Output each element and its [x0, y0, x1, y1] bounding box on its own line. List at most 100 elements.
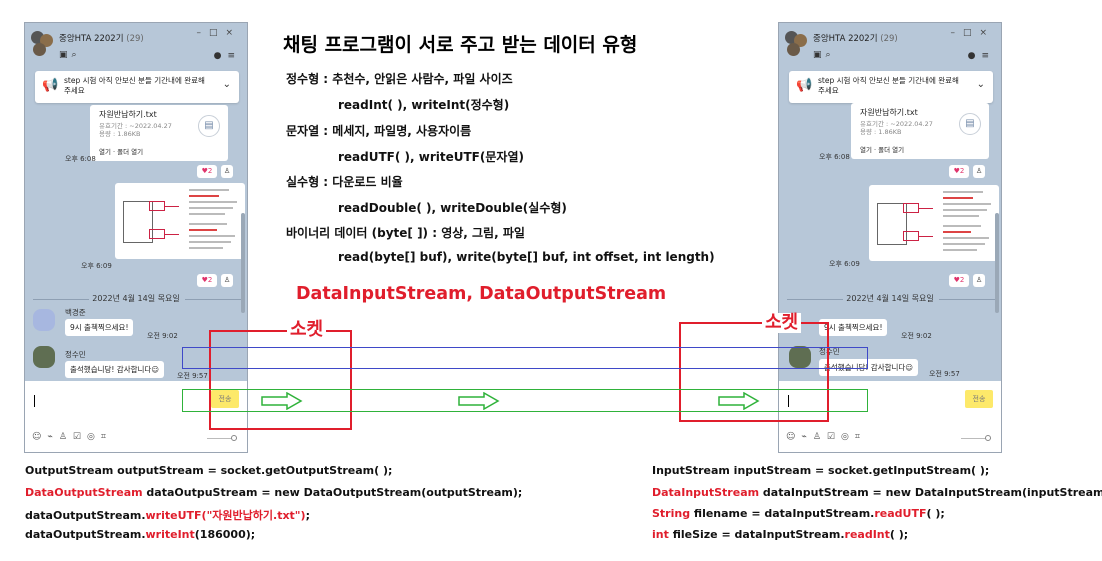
- file-open-link[interactable]: 열기 · 폴더 열기: [860, 146, 905, 154]
- method-binary: read(byte[] buf), write(byte[] buf, int …: [338, 250, 715, 264]
- heart-reaction[interactable]: ♥2: [949, 274, 969, 287]
- room-title: 중앙HTA 2202기 (29): [59, 34, 144, 44]
- send-button[interactable]: 전송: [211, 390, 239, 408]
- sender-name: 정수민: [65, 350, 86, 359]
- search-icon[interactable]: ⌕: [825, 50, 835, 60]
- titlebar-icons[interactable]: ▣⌕: [813, 50, 835, 60]
- attach-icon[interactable]: ⌁: [801, 432, 813, 442]
- megaphone-icon: 📢: [796, 78, 813, 93]
- voice-icon[interactable]: ◎: [86, 432, 101, 442]
- method-string: readUTF( ), writeUTF(문자열): [338, 150, 524, 164]
- titlebar-icons[interactable]: ▣⌕: [59, 50, 81, 60]
- socket-label-left: 소켓: [287, 320, 327, 340]
- slider[interactable]: [961, 435, 991, 441]
- notice-banner[interactable]: 📢 step 시험 아직 안보신 분들 기간내에 완료해 주세요 ⌄: [35, 71, 239, 103]
- chat-bubble[interactable]: 출석했습니당! 감사합니다☺: [819, 359, 919, 376]
- message-time: 오후 6:09: [81, 262, 112, 270]
- socket-box-right: [679, 322, 829, 422]
- drawer-icon[interactable]: ▣: [813, 50, 826, 60]
- chat-bubble[interactable]: 9시 출첵찍으세요!: [819, 319, 888, 336]
- image-message[interactable]: [869, 185, 999, 261]
- message-time: 오후 6:09: [829, 260, 860, 268]
- socket-box-left: [209, 330, 352, 430]
- window-controls[interactable]: –□×: [196, 28, 241, 38]
- code-left-line2: DataOutputStream dataOutpuStream = new D…: [25, 486, 523, 499]
- chat-titlebar: 중앙HTA 2202기 (29) ▣⌕ –□× ●≡: [779, 23, 1001, 67]
- titlebar-right-icons[interactable]: ●≡: [968, 51, 995, 61]
- heart-reaction[interactable]: ♥2: [949, 165, 969, 178]
- chat-window-sender: 중앙HTA 2202기 (29) ▣⌕ –□× ●≡ 📢 step 시험 아직 …: [24, 22, 248, 453]
- send-button[interactable]: 전송: [965, 390, 993, 408]
- search-icon[interactable]: ⌕: [71, 50, 81, 60]
- person-icon[interactable]: ♙: [973, 165, 985, 178]
- code-right-line1: InputStream inputStream = socket.getInpu…: [652, 464, 990, 477]
- maximize-icon[interactable]: □: [208, 28, 226, 38]
- calendar-icon[interactable]: ☑: [826, 432, 841, 442]
- capture-icon[interactable]: ⌗: [854, 432, 866, 442]
- socket-label-right: 소켓: [762, 313, 802, 333]
- bell-icon[interactable]: ●: [213, 51, 228, 61]
- minimize-icon[interactable]: –: [950, 28, 963, 38]
- contact-icon[interactable]: ♙: [812, 432, 827, 442]
- contact-icon[interactable]: ♙: [58, 432, 73, 442]
- type-double: 실수형 : 다운로드 비율: [286, 175, 403, 189]
- chat-bubble[interactable]: 출석했습니당! 감사합니다☺: [65, 361, 165, 378]
- attach-icon[interactable]: ⌁: [47, 432, 59, 442]
- chat-titlebar: 중앙HTA 2202기 (29) ▣⌕ –□× ●≡: [25, 23, 247, 67]
- message-input-area[interactable]: 전송 ☺⌁♙☑◎⌗: [779, 381, 1001, 452]
- close-icon[interactable]: ×: [225, 28, 241, 38]
- text-caret: [788, 395, 789, 407]
- message-time: 오전 9:02: [901, 332, 932, 340]
- code-left-line3: dataOutputStream.writeUTF("자원반납하기.txt");: [25, 509, 310, 522]
- heart-reaction[interactable]: ♥2: [197, 274, 217, 287]
- person-icon[interactable]: ♙: [221, 274, 233, 287]
- incoming-channel: [182, 347, 868, 369]
- image-message[interactable]: [115, 183, 245, 259]
- emoji-icon[interactable]: ☺: [32, 432, 48, 442]
- diagram-title: 채팅 프로그램이 서로 주고 받는 데이터 유형: [283, 34, 638, 56]
- minimize-icon[interactable]: –: [196, 28, 209, 38]
- input-toolbar[interactable]: ☺⌁♙☑◎⌗: [32, 432, 112, 442]
- method-double: readDouble( ), writeDouble(실수형): [338, 201, 567, 215]
- message-time: 오후 6:08: [819, 153, 850, 161]
- code-right-line4: int fileSize = dataInputStream.readInt( …: [652, 528, 909, 541]
- group-avatar: [31, 31, 53, 59]
- chat-bubble[interactable]: 9시 출첵찍으세요!: [65, 319, 134, 336]
- capture-icon[interactable]: ⌗: [100, 432, 112, 442]
- chevron-down-icon[interactable]: ⌄: [976, 79, 985, 90]
- heart-reaction[interactable]: ♥2: [197, 165, 217, 178]
- close-icon[interactable]: ×: [979, 28, 995, 38]
- drawer-icon[interactable]: ▣: [59, 50, 72, 60]
- megaphone-icon: 📢: [42, 78, 59, 93]
- titlebar-right-icons[interactable]: ●≡: [214, 51, 241, 61]
- person-icon[interactable]: ♙: [973, 274, 985, 287]
- person-icon[interactable]: ♙: [221, 165, 233, 178]
- group-avatar: [785, 31, 807, 59]
- bell-icon[interactable]: ●: [967, 51, 982, 61]
- avatar[interactable]: [33, 309, 55, 331]
- notice-banner[interactable]: 📢 step 시험 아직 안보신 분들 기간내에 완료해 주세요 ⌄: [789, 71, 993, 103]
- emoji-icon[interactable]: ☺: [786, 432, 802, 442]
- code-left-line1: OutputStream outputStream = socket.getOu…: [25, 464, 393, 477]
- input-toolbar[interactable]: ☺⌁♙☑◎⌗: [786, 432, 866, 442]
- menu-icon[interactable]: ≡: [227, 51, 241, 61]
- scrollbar[interactable]: [241, 213, 245, 313]
- room-title: 중앙HTA 2202기 (29): [813, 34, 898, 44]
- file-open-link[interactable]: 열기 · 폴더 열기: [99, 148, 144, 156]
- date-divider: 2022년 4월 14일 목요일: [779, 293, 1001, 305]
- scrollbar[interactable]: [995, 213, 999, 313]
- chevron-down-icon[interactable]: ⌄: [222, 79, 231, 90]
- maximize-icon[interactable]: □: [962, 28, 980, 38]
- slider[interactable]: [207, 435, 237, 441]
- menu-icon[interactable]: ≡: [981, 51, 995, 61]
- calendar-icon[interactable]: ☑: [72, 432, 87, 442]
- avatar[interactable]: [33, 346, 55, 368]
- window-controls[interactable]: –□×: [950, 28, 995, 38]
- voice-icon[interactable]: ◎: [840, 432, 855, 442]
- message-time: 오전 9:57: [929, 370, 960, 378]
- avatar[interactable]: [789, 346, 811, 368]
- type-binary: 바이너리 데이터 (byte[ ]) : 영상, 그림, 파일: [286, 226, 525, 240]
- message-time: 오전 9:02: [147, 332, 178, 340]
